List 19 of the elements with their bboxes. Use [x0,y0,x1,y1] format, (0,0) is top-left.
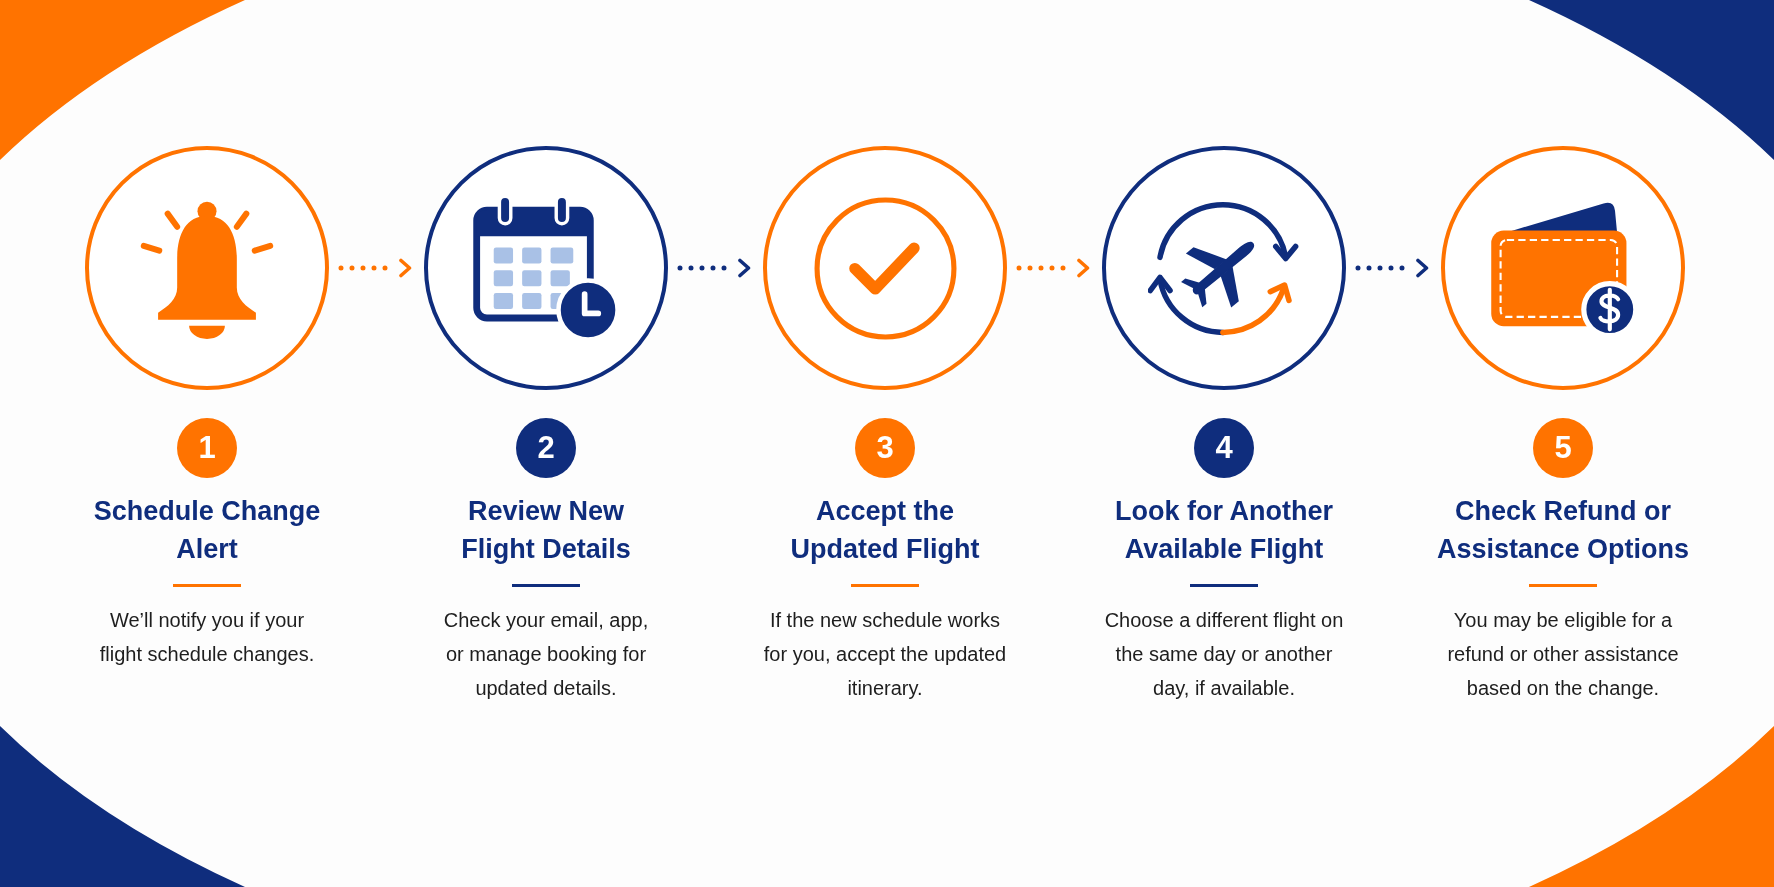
step-description: If the new schedule works for you, accept the updated itinerary. [762,608,1008,701]
step-title: Accept the Updated Flight [789,495,981,566]
step-number: 3 [855,418,915,478]
step-description: Check your email, app, or manage booking for updated details. [442,608,650,701]
step-title: Look for Another Available Flight [1114,495,1334,566]
step-description: You may be eligible for a refund or other assistance based on the change. [1446,608,1680,701]
step-title: Check Refund or Assistance Options [1435,495,1691,566]
step-description: Choose a different flight on the same day or another day, if available. [1103,608,1345,701]
dotted-arrow [1355,258,1430,278]
dotted-arrow [1016,258,1091,278]
step-title: Schedule Change Alert [92,495,322,566]
step-description: We’ll notify you if your flight schedule changes. [98,608,316,667]
step-number: 2 [516,418,576,478]
step-number: 4 [1194,418,1254,478]
step-number: 1 [177,418,237,478]
dotted-arrow [338,258,413,278]
step-number: 5 [1533,418,1593,478]
step-title: Review New Flight Details [460,495,632,566]
dotted-arrow [677,258,752,278]
